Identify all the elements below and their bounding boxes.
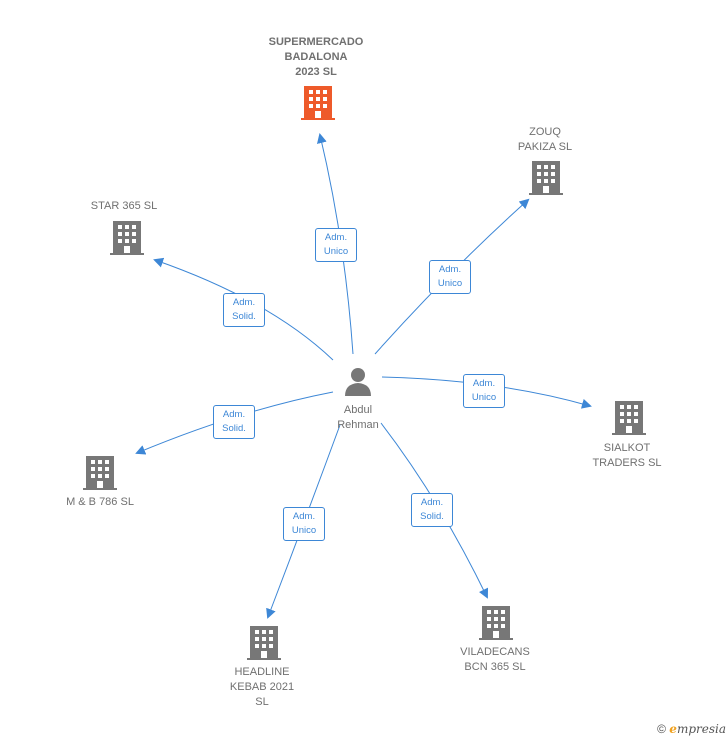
building-icon-headline[interactable]	[247, 626, 281, 660]
role-badge-viladecans: Adm. Solid.	[411, 493, 453, 527]
building-icon-zouq[interactable]	[529, 161, 563, 195]
copyright-icon: ©	[657, 722, 666, 736]
building-icon-supermercado[interactable]	[301, 86, 335, 120]
footer-brand: © empresia	[657, 722, 726, 736]
company-label-mb786[interactable]: M & B 786 SL	[66, 496, 134, 508]
company-label-star365[interactable]: STAR 365 SL	[90, 200, 158, 212]
role-badge-mb786: Adm. Solid.	[213, 405, 255, 439]
role-badge-headline: Adm. Unico	[283, 507, 325, 541]
company-label-viladecans[interactable]: VILADECANS BCN 365 SL	[460, 646, 530, 673]
company-label-headline[interactable]: HEADLINE KEBAB 2021 SL	[229, 666, 295, 708]
building-icon-viladecans[interactable]	[479, 606, 513, 640]
company-label-sialkot[interactable]: SIALKOT TRADERS SL	[592, 442, 662, 469]
person-icon	[345, 368, 371, 396]
center-person-label: Abdul Rehman	[337, 404, 379, 431]
role-badge-zouq: Adm. Unico	[429, 260, 471, 294]
role-badge-star365: Adm. Solid.	[223, 293, 265, 327]
building-icon-mb786[interactable]	[83, 456, 117, 490]
role-badge-sialkot: Adm. Unico	[463, 374, 505, 408]
company-label-zouq[interactable]: ZOUQ PAKIZA SL	[517, 126, 573, 153]
brand-logo: empresia	[669, 722, 726, 736]
building-icon-sialkot[interactable]	[612, 401, 646, 435]
company-label-supermercado[interactable]: SUPERMERCADO BADALONA 2023 SL	[268, 36, 364, 78]
building-icon-star365[interactable]	[110, 221, 144, 255]
role-badge-supermercado: Adm. Unico	[315, 228, 357, 262]
